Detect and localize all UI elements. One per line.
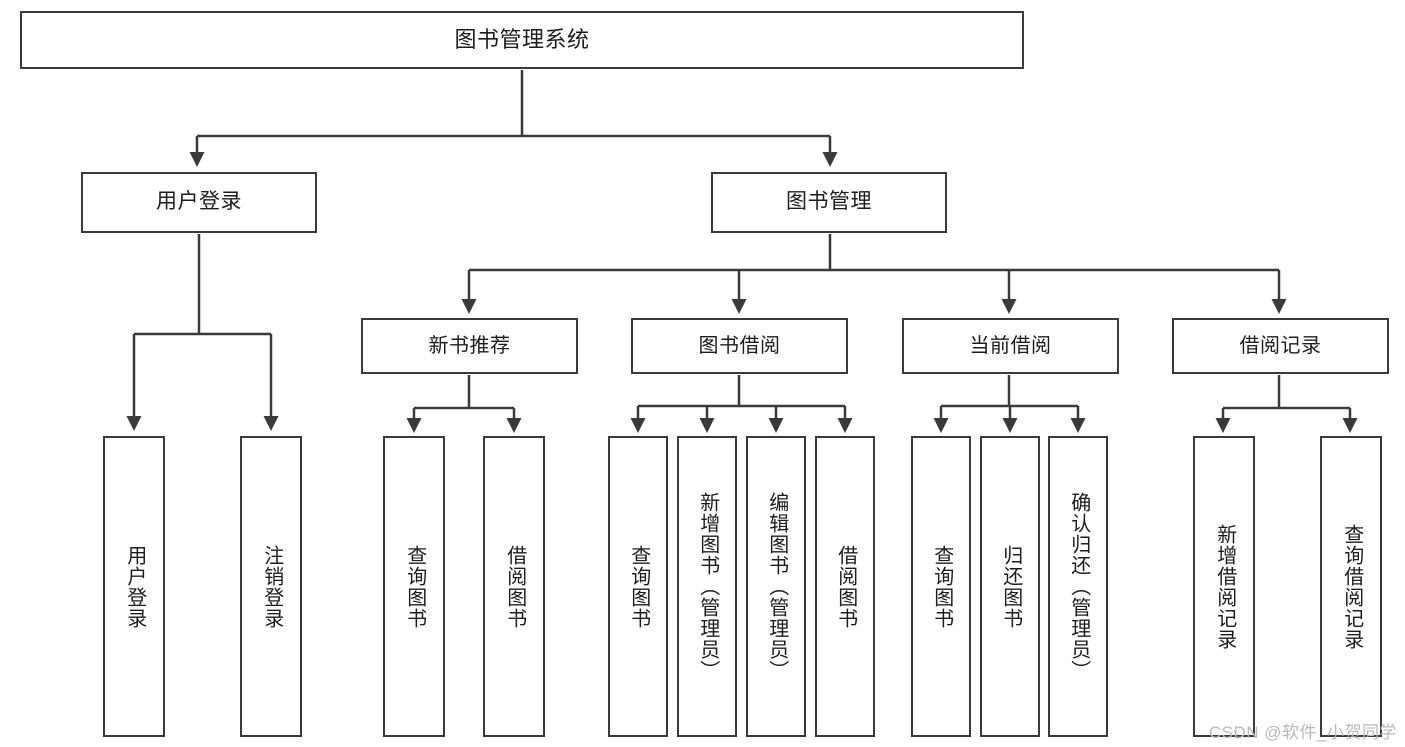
leaf-add-borrow-record[interactable]: 新增借阅记录	[1193, 436, 1255, 737]
leaf-borrow-book[interactable]: 借阅图书	[815, 436, 875, 737]
leaf-confirm-return-admin-label: 确认归还（管理员）	[1067, 492, 1090, 681]
leaf-edit-book-admin[interactable]: 编辑图书（管理员）	[746, 436, 806, 737]
leaf-confirm-return-admin[interactable]: 确认归还（管理员）	[1048, 436, 1108, 737]
leaf-query-borrow-record[interactable]: 查询借阅记录	[1320, 436, 1382, 737]
leaf-user-login-label: 用户登录	[123, 544, 146, 629]
leaf-logout[interactable]: 注销登录	[240, 436, 302, 737]
leaf-query-book-recommend-label: 查询图书	[403, 544, 426, 629]
leaf-return-book[interactable]: 归还图书	[980, 436, 1040, 737]
node-current-borrow-label: 当前借阅	[969, 334, 1052, 357]
node-new-book-recommend[interactable]: 新书推荐	[361, 318, 578, 374]
leaf-query-book-current[interactable]: 查询图书	[911, 436, 971, 737]
leaf-query-book-borrow-label: 查询图书	[627, 544, 650, 629]
leaf-add-borrow-record-label: 新增借阅记录	[1213, 523, 1236, 650]
node-borrow-record-label: 借阅记录	[1239, 334, 1322, 357]
node-book-management-label: 图书管理	[786, 190, 872, 214]
node-new-book-recommend-label: 新书推荐	[428, 334, 511, 357]
leaf-add-book-admin[interactable]: 新增图书（管理员）	[677, 436, 737, 737]
node-root[interactable]: 图书管理系统	[20, 11, 1024, 69]
leaf-borrow-book-recommend-label: 借阅图书	[503, 544, 526, 629]
node-book-borrow[interactable]: 图书借阅	[631, 318, 848, 374]
watermark: CSDN @软件_小贺同学	[1208, 723, 1397, 742]
node-book-management[interactable]: 图书管理	[711, 172, 947, 233]
leaf-borrow-book-label: 借阅图书	[834, 544, 857, 629]
leaf-query-borrow-record-label: 查询借阅记录	[1340, 523, 1363, 650]
leaf-user-login[interactable]: 用户登录	[103, 436, 165, 737]
leaf-query-book-current-label: 查询图书	[930, 544, 953, 629]
leaf-return-book-label: 归还图书	[999, 544, 1022, 629]
leaf-query-book-borrow[interactable]: 查询图书	[608, 436, 668, 737]
leaf-borrow-book-recommend[interactable]: 借阅图书	[483, 436, 545, 737]
node-current-borrow[interactable]: 当前借阅	[902, 318, 1119, 374]
leaf-logout-label: 注销登录	[260, 544, 283, 629]
node-user-login-label: 用户登录	[156, 190, 242, 214]
leaf-add-book-admin-label: 新增图书（管理员）	[696, 492, 719, 681]
leaf-edit-book-admin-label: 编辑图书（管理员）	[765, 492, 788, 681]
node-borrow-record[interactable]: 借阅记录	[1172, 318, 1389, 374]
node-book-borrow-label: 图书借阅	[698, 334, 781, 357]
node-root-label: 图书管理系统	[454, 27, 590, 53]
leaf-query-book-recommend[interactable]: 查询图书	[383, 436, 445, 737]
node-user-login[interactable]: 用户登录	[81, 172, 317, 233]
